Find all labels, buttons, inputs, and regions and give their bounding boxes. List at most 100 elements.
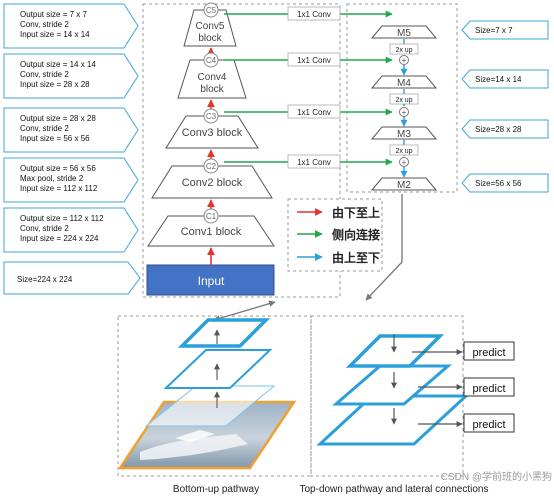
sum-symbol-1: + [402,56,407,65]
size-box-m2 [461,173,549,193]
top-down-region [346,3,458,193]
tag-circle-c5 [203,2,219,18]
boat-shape [140,434,248,460]
tag-circle-c2 [203,158,219,174]
size-box-m3 [461,119,549,139]
level-label-m3: M3 [397,129,411,140]
conv-block-label-4-a: Conv4 [198,72,227,83]
size-label-m4: Size=14 x 14 [475,75,522,84]
info-line-3-2: Conv, stride 2 [20,124,69,133]
info-line-2-3: Input size = 112 x 112 [20,184,98,193]
info-line-4-1: Output size = 14 x 14 [20,60,96,69]
lateral-conv-label-4: 1x1 Conv [297,158,331,167]
connector-to-bottomup [213,300,276,322]
layer-c4 [177,318,271,348]
predict-label-2: predict [472,383,505,395]
upsample-label-2: 2x up [395,97,412,104]
info-line-1-1: Output size = 112 x 112 [20,214,104,223]
legend-item-upward: 由下至上 [332,205,380,220]
bottom-up-pyramid [117,318,297,470]
level-m5 [370,25,438,39]
tag-c3: C3 [206,112,217,121]
tag-circle-c4 [203,52,219,68]
lateral-conv-label-1: 1x1 Conv [297,10,331,19]
caption-bottom-up: Bottom-up pathway [173,484,259,495]
legend: 由下至上 侧向连接 由上至下 [287,198,383,272]
level-label-m4: M4 [397,78,411,89]
input-size-box: Size=224 x 224 [3,261,141,295]
tag-c1: C1 [206,212,217,221]
conv-block-label-5-b: block [198,33,222,44]
sum-node-2 [399,107,409,117]
upsample-box-2 [389,93,419,105]
tag-circle-c3 [203,108,219,124]
stage-tags: C1 C2 C3 C4 C5 [203,2,219,224]
size-label-m5: Size=7 x 7 [475,26,513,35]
info-box-2 [3,157,139,203]
predict-box-2 [463,377,515,397]
conv-block-5 [183,9,237,47]
predict-boxes: predict predict predict [463,341,515,433]
info-line-2-1: Output size = 56 x 56 [20,164,96,173]
top-down-levels: M5 Size=7 x 7 M4 Size=14 x 14 M3 Size=28 x 28… [370,20,549,193]
predict-label-3: predict [472,419,505,431]
info-line-1-3: Input size = 224 x 224 [20,234,99,243]
conv-blocks: Conv1 block Conv2 block Conv3 block Conv4 bl… [147,9,275,247]
lateral-conv-label-2: 1x1 Conv [297,56,331,65]
lateral-conv-box-4 [287,154,341,169]
layer-c2 [144,385,276,427]
level-label-m5: M5 [397,28,411,39]
info-line-1-2: Conv, stride 2 [20,224,69,233]
info-box-5 [3,3,139,49]
info-box-1 [3,207,139,253]
info-line-5-3: Input size = 14 x 14 [20,30,90,39]
level-m2 [370,177,438,191]
info-line-5-2: Conv, stride 2 [20,20,69,29]
size-box-m4 [461,69,549,89]
conv-block-3 [165,115,259,149]
predict-box-1 [463,341,515,361]
upsample-label-3: 2x up [395,148,412,155]
lateral-conv-box-2 [287,52,341,67]
sum-symbol-3: + [402,158,407,167]
sum-node-3 [399,157,409,167]
lateral-conv-box-3 [287,104,341,119]
lateral-conv-box-1 [287,6,341,21]
watermark: CSDN @学前班的小黑狗 [441,470,552,483]
info-line-5-1: Output size = 7 x 7 [20,10,87,19]
input-label: Input [198,274,225,288]
level-label-m2: M2 [397,180,411,191]
predict-box-3 [463,413,515,433]
conv-block-label-2: Conv2 block [182,177,243,189]
predict-label-1: predict [472,347,505,359]
upsample-label-1: 2x up [395,47,412,54]
conv-block-label-5-a: Conv5 [196,21,225,32]
bottom-up-region [142,3,341,298]
input-size-label: Size=224 x 224 [17,275,73,284]
size-label-m3: Size=28 x 28 [475,125,522,134]
info-line-2-2: Max pool, stride 2 [20,174,84,183]
input-block: Input [146,264,275,296]
caption-top-down: Top-down pathway and lateral connections [299,484,488,495]
level-m4 [370,75,438,89]
layer-c3 [163,349,273,389]
info-line-3-3: Input size = 56 x 56 [20,134,90,143]
info-line-4-3: Input size = 28 x 28 [20,80,90,89]
tag-c2: C2 [206,162,217,171]
tag-c4: C4 [206,56,217,65]
info-line-3-1: Output size = 28 x 28 [20,114,96,123]
connector-to-topdown [365,261,403,301]
upsample-box-3 [389,144,419,156]
conv-block-label-3: Conv3 block [182,127,243,139]
conv-block-2 [151,165,273,199]
top-down-pyramid [316,334,470,446]
tag-c5: C5 [206,6,217,15]
conv-block-label-1: Conv1 block [181,226,242,238]
legend-item-lateral: 侧向连接 [332,227,380,242]
upsample-box-1 [389,43,419,55]
tag-circle-c1 [203,208,219,224]
